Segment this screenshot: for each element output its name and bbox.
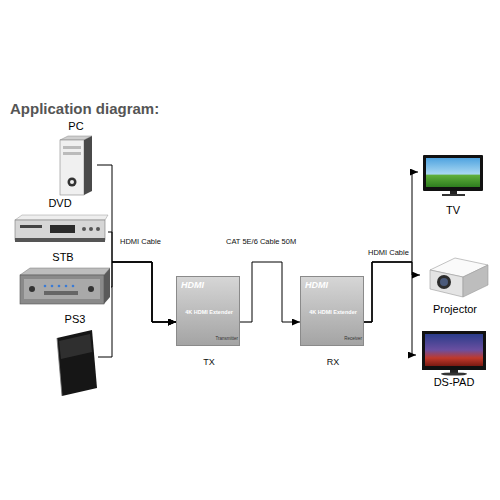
- stb-knob: [29, 286, 35, 292]
- source-device: PS3: [52, 313, 98, 397]
- device-label: DVD: [12, 197, 108, 209]
- tv-frame: [423, 155, 483, 191]
- unit-role: Transmitter: [193, 337, 238, 342]
- monitor-frame: [422, 331, 486, 370]
- console-edge: [57, 338, 62, 396]
- hdmi-logo: HDMI: [305, 281, 345, 291]
- device-label: PC: [45, 120, 107, 132]
- dvd-base: [15, 238, 105, 242]
- product-name: 4K HDMI Extender: [303, 309, 363, 315]
- dvd-button: [96, 227, 100, 231]
- stb-slot: [44, 291, 78, 295]
- cable-label: HDMI Cable: [120, 238, 180, 246]
- cable-label: HDMI Cable: [368, 249, 428, 257]
- tv-stand: [442, 194, 465, 196]
- device-label: Projector: [416, 303, 494, 315]
- dvd-top: [15, 215, 108, 220]
- stb-led: [65, 285, 68, 288]
- stb-top: [20, 268, 110, 275]
- dvd-button: [82, 227, 86, 231]
- projector-lens: [437, 275, 451, 289]
- device-label: DS-PAD: [416, 376, 492, 388]
- projector-glass: [440, 278, 448, 286]
- display-device: DS-PAD: [416, 328, 492, 390]
- cable-connector: [364, 262, 420, 322]
- dvd-display: [50, 225, 75, 233]
- dvd-button: [89, 227, 93, 231]
- pc-drive-slot: [63, 152, 81, 155]
- stb-led: [72, 285, 75, 288]
- cable-connector: [364, 172, 418, 322]
- pc-drive-slot: [63, 146, 81, 149]
- unit-role: Receiver: [317, 337, 362, 342]
- display-device: Projector: [420, 248, 490, 316]
- hdmi-logo: HDMI: [181, 281, 221, 291]
- source-device: STB: [15, 251, 111, 307]
- pc-tower-side: [84, 136, 92, 195]
- stb-led: [58, 285, 61, 288]
- pc-tower-front: [60, 140, 84, 195]
- device-label: STB: [15, 251, 111, 263]
- cable-connector: [98, 262, 176, 357]
- pc-power-light: [70, 180, 74, 184]
- cable-connector: [240, 262, 300, 322]
- dvd-front: [15, 220, 105, 240]
- stb-led: [51, 285, 54, 288]
- dvd-tray: [20, 225, 42, 228]
- diagram-title: Application diagram:: [10, 100, 159, 117]
- pc-power-button: [68, 178, 77, 187]
- unit-label: RX: [301, 358, 365, 368]
- stb-led: [44, 285, 47, 288]
- console-highlight: [59, 334, 92, 359]
- tv-neck: [450, 191, 457, 194]
- receiver-box: HDMI4K HDMI ExtenderReceiverRX: [300, 276, 364, 346]
- monitor-screen: [425, 334, 483, 366]
- tv-screen: [426, 158, 480, 187]
- stb-knob: [88, 286, 94, 292]
- transmitter-box: HDMI4K HDMI ExtenderTransmitterTX: [176, 276, 240, 346]
- stb-side: [104, 268, 110, 304]
- product-name: 4K HDMI Extender: [179, 309, 239, 315]
- console-body: [57, 330, 97, 396]
- projector-side: [463, 265, 488, 297]
- unit-label: TX: [177, 358, 241, 368]
- cable-label: CAT 5E/6 Cable 50M: [226, 238, 326, 246]
- projector-front: [430, 270, 463, 297]
- display-device: TV: [418, 150, 488, 216]
- device-label: PS3: [44, 313, 106, 325]
- stb-panel: [24, 279, 100, 299]
- device-label: TV: [418, 204, 488, 216]
- source-device: DVD: [12, 197, 108, 247]
- stb-front: [20, 275, 104, 304]
- source-device: PC: [55, 120, 97, 198]
- cable-connector: [111, 262, 176, 322]
- cable-connector: [364, 262, 416, 355]
- monitor-base: [441, 372, 467, 375]
